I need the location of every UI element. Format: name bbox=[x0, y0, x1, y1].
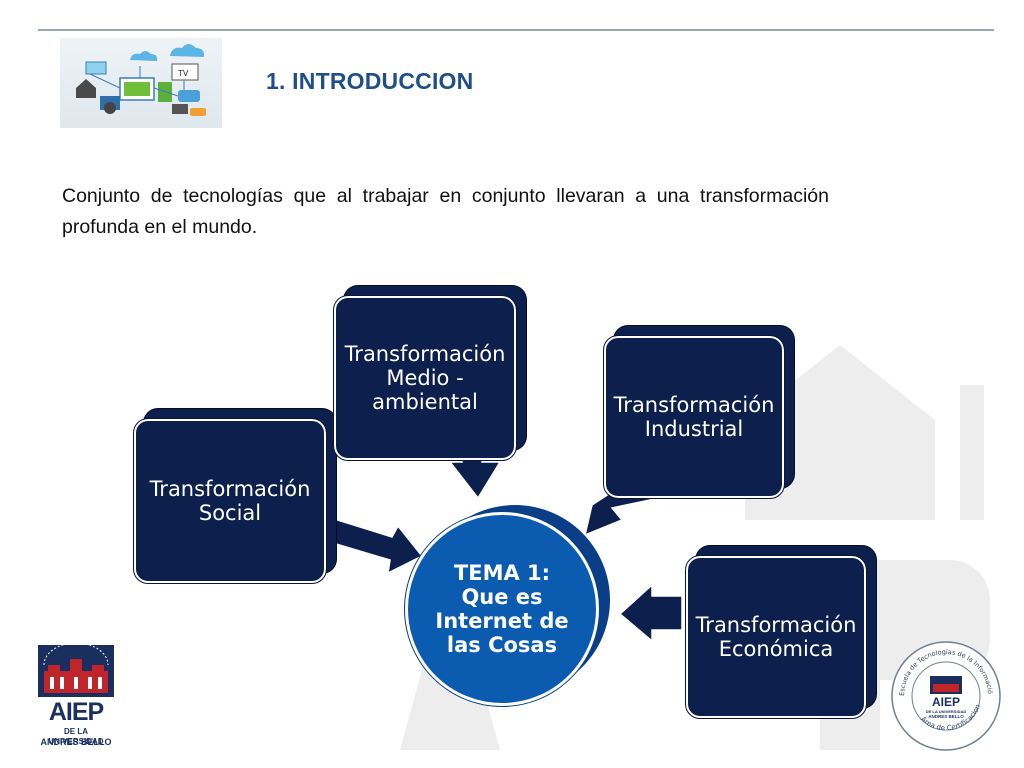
box-social-line2: Social bbox=[198, 501, 262, 525]
seal-logo-sub1: DE LA UNIVERSIDAD bbox=[926, 709, 967, 714]
center-line4: las Cosas bbox=[446, 633, 558, 657]
iot-illustration: TV bbox=[60, 38, 222, 128]
box-medio-line3: ambiental bbox=[372, 390, 478, 414]
box-transformacion-medio-ambiental: Transformación Medio - ambiental bbox=[333, 295, 517, 461]
aiep-logo-sub2: ANDRES BELLO bbox=[40, 737, 112, 747]
top-divider bbox=[38, 29, 994, 31]
seal-logo-text: AIEP bbox=[932, 695, 960, 709]
box-transformacion-social: Transformación Social bbox=[133, 418, 327, 584]
aiep-logo: AIEP DE LA UNIVERSIDAD ANDRES BELLO bbox=[36, 642, 116, 749]
box-transformacion-industrial: Transformación Industrial bbox=[603, 335, 785, 499]
aiep-logo-text: AIEP bbox=[48, 698, 104, 726]
arrow-medio-ambiental bbox=[448, 454, 502, 500]
box-economica-line1: Transformación bbox=[695, 613, 857, 637]
box-transformacion-economica: Transformación Económica bbox=[685, 555, 867, 719]
certification-seal: Escuela de Tecnologías de la Información… bbox=[887, 634, 1002, 752]
arrow-social bbox=[325, 516, 424, 575]
iot-devices-graphic: TV bbox=[76, 44, 206, 116]
seal-graphic: Escuela de Tecnologías de la Información… bbox=[887, 634, 1001, 751]
box-industrial-line1: Transformación bbox=[613, 393, 775, 417]
center-line3: Internet de bbox=[435, 609, 569, 633]
aiep-logo-sub1: DE LA UNIVERSIDAD bbox=[48, 727, 104, 746]
center-line2: Que es bbox=[461, 585, 543, 609]
seal-logo-sub2: ANDRES BELLO bbox=[928, 714, 964, 719]
box-industrial-line2: Industrial bbox=[644, 417, 744, 441]
box-social-line1: Transformación bbox=[149, 477, 311, 501]
intro-paragraph: Conjunto de tecnologías que al trabajar … bbox=[62, 185, 829, 238]
box-medio-line1: Transformación bbox=[344, 342, 506, 366]
arrow-economica bbox=[618, 583, 683, 643]
center-line1: TEMA 1: bbox=[453, 561, 551, 585]
slide-title: 1. INTRODUCCION bbox=[266, 68, 474, 94]
box-medio-line2: Medio - bbox=[386, 366, 464, 390]
aiep-logo-emblem bbox=[38, 642, 114, 697]
svg-text:TV: TV bbox=[177, 69, 189, 78]
center-circle-tema-1: TEMA 1: Que es Internet de las Cosas bbox=[405, 512, 599, 706]
box-economica-line2: Económica bbox=[718, 637, 834, 661]
